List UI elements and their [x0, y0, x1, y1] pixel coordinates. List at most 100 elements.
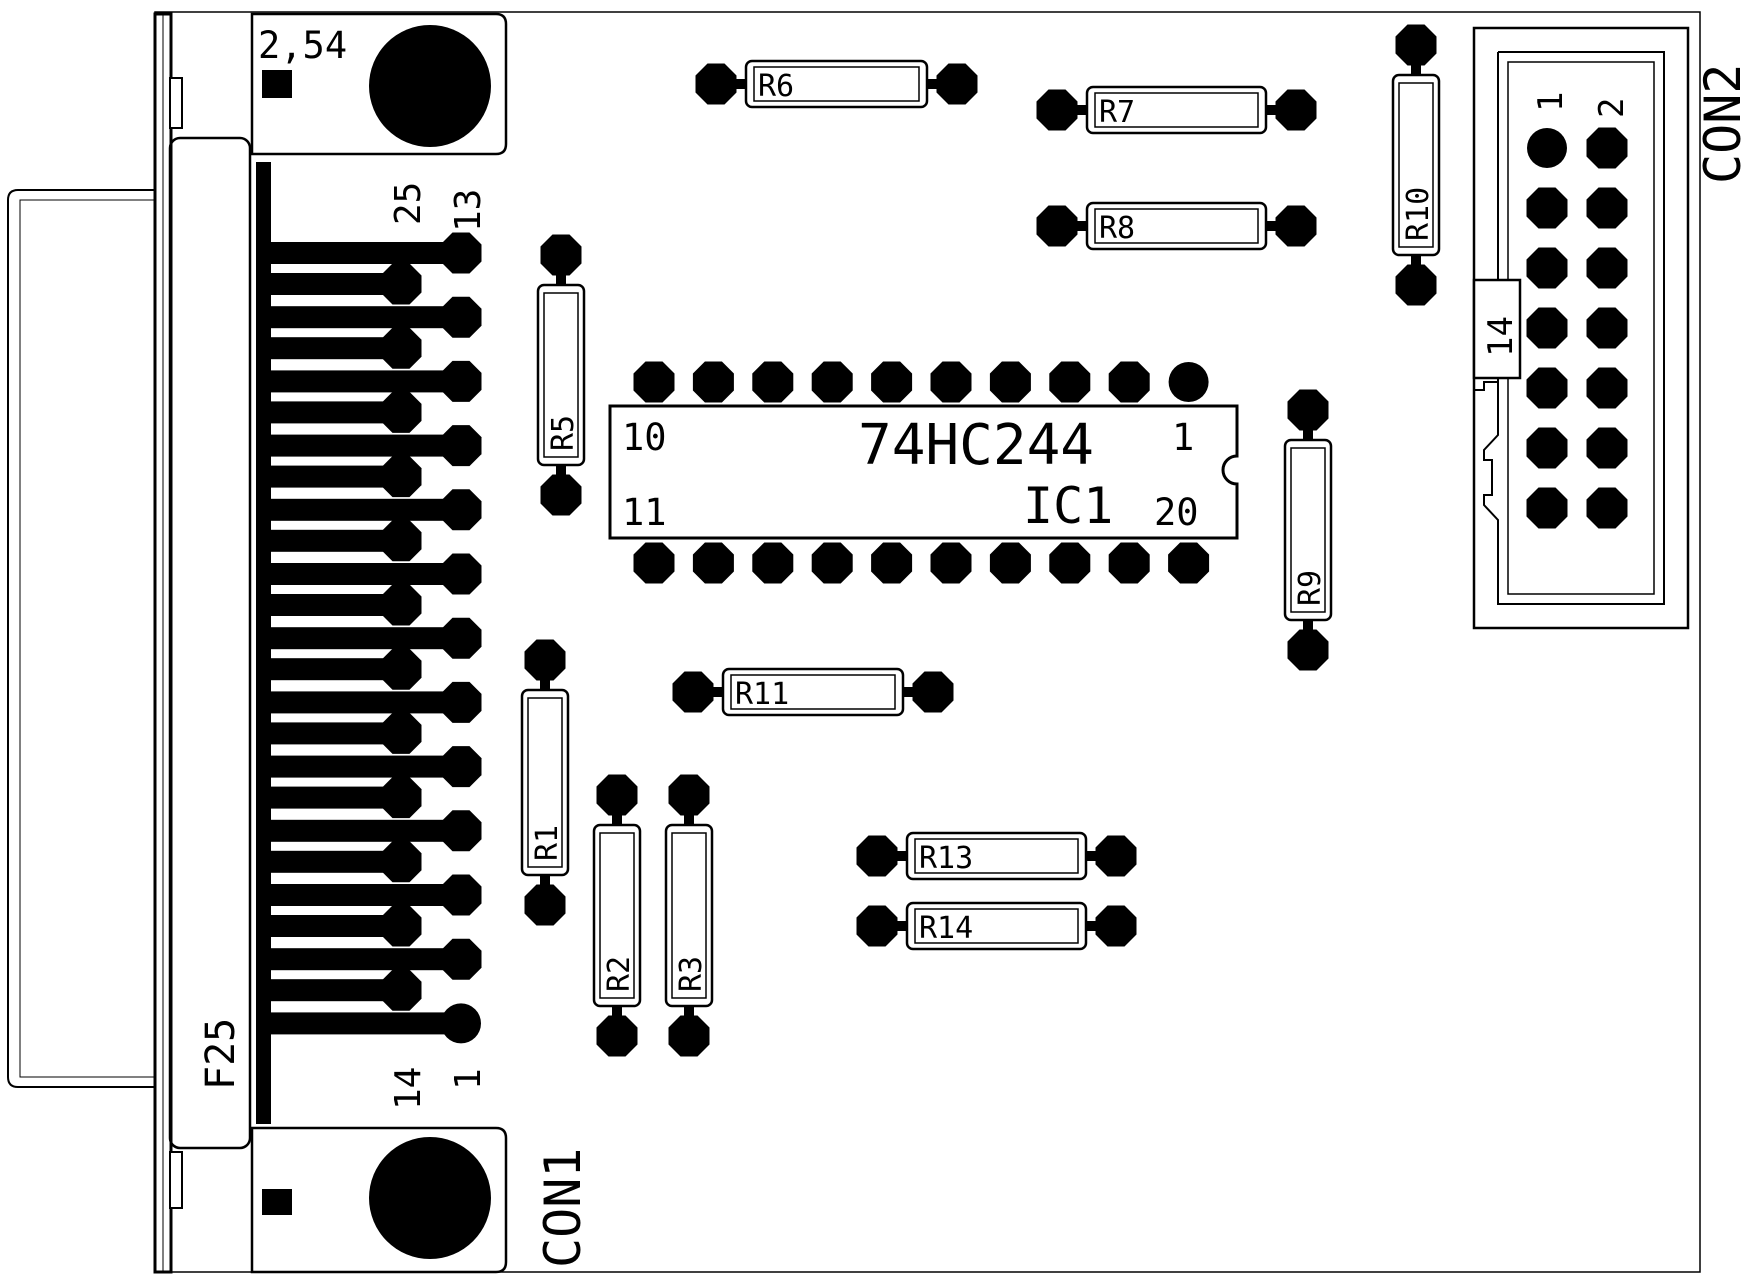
- ic1-pins: [633, 361, 1210, 584]
- con2-pin-label-2: 2: [1592, 98, 1632, 118]
- resistor-body: [721, 667, 905, 717]
- con1-pin-pad: [440, 553, 482, 595]
- con1-pin-pad: [440, 681, 482, 723]
- con1-trace: [270, 948, 460, 971]
- con1-pin-pad: [380, 520, 422, 562]
- resistor-pad: [1287, 629, 1329, 671]
- resistor-body-inner: [527, 697, 563, 868]
- con1-trace: [270, 1012, 460, 1035]
- resistor-body: [592, 823, 642, 1008]
- con1-pin-pad: [380, 584, 422, 626]
- ic1-pin-label-10: 10: [622, 416, 667, 459]
- resistor-pad: [1036, 89, 1078, 131]
- resistor-r8: R8: [1036, 201, 1317, 251]
- resistor-body: [1391, 73, 1441, 257]
- resistor-body-inner: [730, 674, 896, 710]
- con2-pin-pad: [1526, 307, 1568, 349]
- ic1-part-number: 74HC244: [858, 413, 1094, 478]
- resistor-label: R7: [1099, 95, 1135, 130]
- con1-trace: [270, 594, 400, 616]
- con1-trace: [270, 563, 460, 585]
- con1-pin-pad: [380, 456, 422, 498]
- ic1-pin-pad: [811, 542, 853, 584]
- con1-body: [168, 136, 252, 1150]
- con1-pin-label-13: 13: [448, 189, 489, 232]
- resistor-pad: [672, 671, 714, 713]
- con1-dsub-shell: [7, 189, 155, 1088]
- ic1-chip: [608, 361, 1239, 584]
- resistor-r13: R13: [856, 831, 1137, 881]
- resistor-body-inner: [1094, 208, 1259, 244]
- con1-trace: [270, 627, 460, 650]
- resistor-label: R8: [1099, 211, 1135, 246]
- con1-pin-pad: [380, 327, 422, 369]
- ic1-pin-1-pad: [1168, 362, 1209, 402]
- resistor-pad: [1395, 24, 1437, 66]
- con1-pin-label-25: 25: [388, 182, 429, 225]
- ic1-pin-pad: [871, 542, 913, 584]
- resistor-r3: R3: [664, 774, 714, 1057]
- resistor-pad: [912, 671, 954, 713]
- con1-trace: [270, 819, 460, 842]
- resistor-pad: [1287, 389, 1329, 431]
- con1-pin-pad: [440, 746, 482, 788]
- ic1-pin-pad: [930, 542, 972, 584]
- con2-pin-pad: [1526, 487, 1568, 529]
- con2-key-box: [1472, 278, 1522, 380]
- con1-trace: [270, 786, 400, 809]
- resistor-pad: [1275, 205, 1317, 247]
- con1-pin-pad: [380, 648, 422, 690]
- resistor-body-inner: [753, 66, 920, 102]
- resistor-body-inner: [914, 838, 1079, 874]
- con1-trace: [270, 755, 460, 778]
- con1-trace: [270, 498, 460, 521]
- resistor-pad: [1036, 205, 1078, 247]
- con2-pin-pad: [1526, 187, 1568, 229]
- con2-connector: [1472, 26, 1690, 630]
- ic1-pin-pad: [633, 542, 675, 584]
- con1-trace: [270, 658, 400, 681]
- con1-trace: [270, 273, 400, 295]
- ic1-pin-pad: [752, 542, 794, 584]
- resistor-body-inner: [914, 908, 1079, 944]
- resistor-label: R10: [1401, 187, 1436, 241]
- con1-trace: [270, 434, 460, 457]
- resistor-body: [1085, 201, 1268, 251]
- resistor-pad: [856, 835, 898, 877]
- con2-pin-pad: [1586, 487, 1628, 529]
- con1-pin-pad: [380, 969, 422, 1011]
- resistor-body-inner: [1094, 92, 1259, 128]
- resistor-body-inner: [671, 832, 707, 999]
- ic1-pin-pad: [871, 361, 913, 403]
- con2-pin-pad: [1586, 427, 1628, 469]
- con1-mount-hole-bottom: [369, 1137, 491, 1259]
- resistor-body: [664, 823, 714, 1008]
- resistor-r11: R11: [672, 667, 954, 717]
- con2-pin-pad: [1526, 427, 1568, 469]
- resistor-label: R6: [758, 69, 794, 104]
- resistor-r9: R9: [1283, 389, 1333, 671]
- resistor-pad: [540, 474, 582, 516]
- con2-pin-pad: [1586, 127, 1628, 169]
- resistor-label: R5: [546, 415, 581, 451]
- resistor-body-inner: [599, 832, 635, 999]
- con1-pin-pad: [440, 489, 482, 531]
- resistor-pad: [1395, 264, 1437, 306]
- con1-pin-pad: [380, 841, 422, 883]
- resistor-body: [1283, 438, 1333, 622]
- con1-trace: [270, 850, 400, 873]
- ic1-pin-pad: [811, 361, 853, 403]
- resistor-pad: [596, 1015, 638, 1057]
- resistor-r14: R14: [856, 901, 1137, 951]
- con1-pin-pad: [440, 938, 482, 980]
- con2-pin-pad: [1526, 367, 1568, 409]
- resistor-label: R1: [530, 825, 565, 861]
- con1-pin-pad: [440, 425, 482, 467]
- con1-designator: CON1: [534, 1148, 592, 1268]
- ic1-pin-pad: [692, 542, 734, 584]
- con2-pin-pad: [1586, 187, 1628, 229]
- resistor-label: R3: [674, 956, 709, 992]
- ic1-pin-label-11: 11: [622, 491, 667, 534]
- resistor-body: [905, 901, 1088, 951]
